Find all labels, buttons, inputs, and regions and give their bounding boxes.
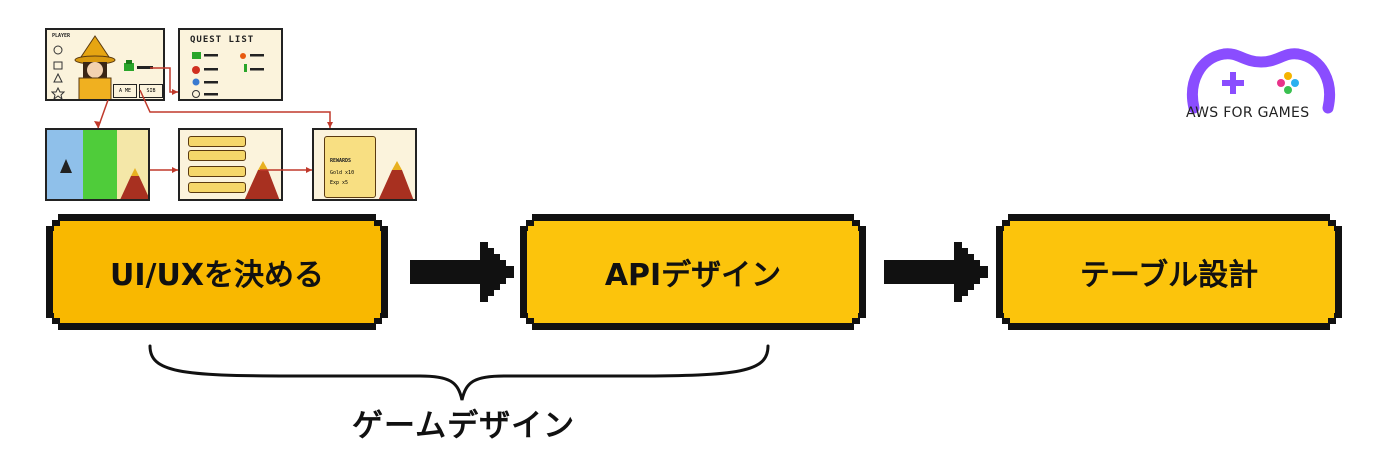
- wireframe-quest-detail: [178, 128, 283, 201]
- quest-list-title: QUEST LIST: [190, 35, 255, 45]
- curly-brace: [148, 344, 770, 401]
- step-table-design-label: テーブル設計: [1079, 258, 1259, 293]
- volcano-icon: [244, 161, 280, 199]
- volcano-icon: [378, 161, 414, 199]
- step-table-design: テーブル設計: [996, 214, 1342, 330]
- reward-scroll: [324, 136, 376, 198]
- reward-item-2: Exp x5: [330, 180, 349, 186]
- step-ui-ux: UI/UXを決める: [46, 214, 388, 330]
- button-b[interactable]: SIB: [139, 84, 163, 98]
- item-icon: [124, 60, 134, 71]
- wireframe-reward-screen: REWARDS Gold x10 Exp x5: [312, 128, 417, 201]
- group-label: ゲームデザイン: [352, 408, 576, 444]
- quest-scroll-2[interactable]: [188, 150, 246, 161]
- volcano-icon: [120, 168, 148, 199]
- reward-title: REWARDS: [330, 158, 352, 164]
- arrow-right-icon: [410, 242, 514, 302]
- logo-text: AWS FOR GAMES: [1186, 105, 1310, 121]
- arrow-right-icon: [884, 242, 988, 302]
- tower-icon: [60, 159, 72, 173]
- step-ui-ux-label: UI/UXを決める: [110, 258, 324, 293]
- reward-item-1: Gold x10: [330, 170, 355, 176]
- step-frame: [996, 214, 1342, 330]
- step-frame: [46, 214, 388, 330]
- step-api-design-label: APIデザイン: [604, 258, 782, 293]
- wireframe-map-screen: [45, 128, 150, 201]
- stat-bar: [137, 66, 153, 69]
- quest-scroll-4[interactable]: [188, 182, 246, 193]
- step-api-design: APIデザイン: [520, 214, 866, 330]
- player-title: PLAYER: [52, 33, 71, 39]
- forest-region: [83, 130, 117, 199]
- quest-icons: [192, 52, 264, 98]
- button-a[interactable]: A ME: [113, 84, 137, 98]
- step-frame: [520, 214, 866, 330]
- witch-character-icon: [74, 35, 116, 99]
- aws-for-games-logo: [1187, 48, 1335, 114]
- wireframe-player-screen: PLAYER A ME SIB: [45, 28, 165, 101]
- side-icons: [51, 45, 65, 99]
- quest-scroll-3[interactable]: [188, 166, 246, 177]
- wireframe-quest-list: QUEST LIST: [178, 28, 283, 101]
- quest-scroll-1[interactable]: [188, 136, 246, 147]
